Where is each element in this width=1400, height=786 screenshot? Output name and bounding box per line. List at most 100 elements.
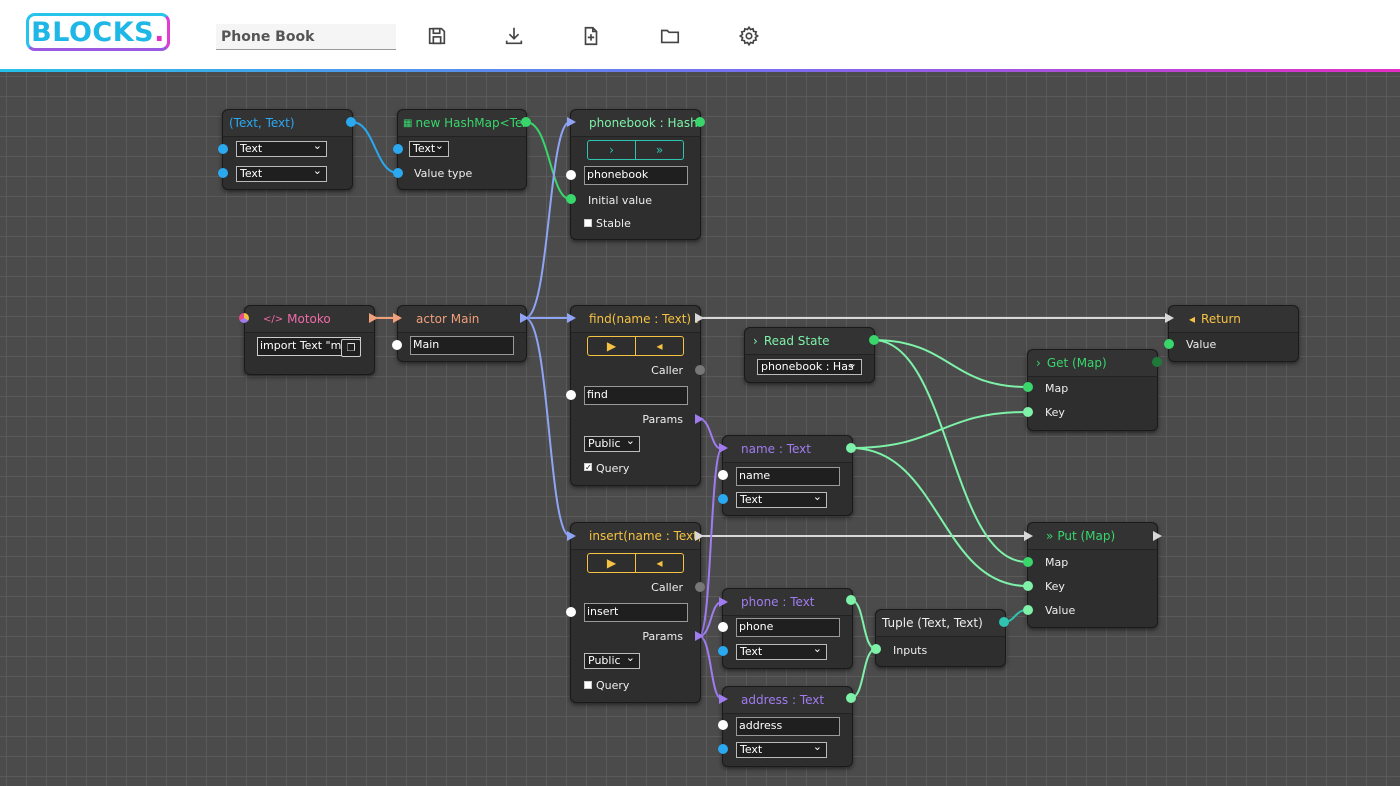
tuple-type-output-port[interactable] (346, 117, 356, 127)
param-type-select[interactable]: Text (736, 644, 827, 660)
put-map-exec-in[interactable] (1024, 531, 1033, 541)
fast-forward-button[interactable]: » (655, 143, 664, 157)
param-type-select[interactable]: Text (736, 742, 827, 758)
query-checkbox[interactable]: ✓ (584, 463, 592, 472)
address-param-output-port[interactable] (846, 693, 856, 703)
save-icon[interactable] (423, 22, 451, 50)
import-code-input[interactable]: import Text "mo: (257, 337, 361, 356)
copy-icon[interactable]: ❐ (341, 339, 361, 357)
insert-name-port[interactable] (566, 607, 576, 617)
get-map-output-port[interactable] (1152, 357, 1162, 367)
return-node[interactable]: ◂Return Value (1168, 305, 1299, 362)
phone-param-output-port[interactable] (846, 595, 856, 605)
find-function-node[interactable]: find(name : Text) : ▶ ◂ Caller find Para… (570, 305, 701, 486)
param-name-input[interactable]: phone (736, 618, 840, 637)
get-map-node[interactable]: ›Get (Map) Map Key (1027, 349, 1158, 431)
motoko-output-port[interactable] (369, 313, 378, 323)
return-exec-in[interactable] (1165, 313, 1174, 323)
find-name-port[interactable] (566, 390, 576, 400)
param-name-input[interactable]: name (736, 467, 840, 486)
actor-node[interactable]: actor Main Main (397, 305, 527, 362)
value-type-port[interactable] (393, 168, 403, 178)
type-input-port-2[interactable] (218, 168, 228, 178)
phone-param-type-port[interactable] (718, 646, 728, 656)
phonebook-state-node[interactable]: phonebook : Hash › » phonebook Initial v… (570, 109, 701, 240)
actor-exec-in[interactable] (393, 313, 402, 323)
key-type-select[interactable]: Text (409, 141, 449, 157)
motoko-node[interactable]: </>Motoko import Text "mo: ❐ (244, 305, 375, 375)
function-name-input[interactable]: insert (584, 603, 688, 622)
node-title: new HashMap<Tex (415, 116, 526, 130)
phone-param-in[interactable] (719, 597, 728, 607)
find-params-port[interactable] (695, 414, 704, 424)
step-button[interactable]: › (588, 141, 636, 159)
query-checkbox[interactable] (584, 681, 592, 689)
type-select-1[interactable]: Text (236, 141, 327, 157)
phonebook-output-port[interactable] (695, 117, 705, 127)
function-name-input[interactable]: find (584, 386, 688, 405)
name-param-output-port[interactable] (846, 443, 856, 453)
read-state-node[interactable]: ›Read State phonebook : Has (744, 327, 875, 383)
project-name-input[interactable] (216, 24, 396, 50)
address-param-node[interactable]: address : Text address Text (722, 686, 853, 767)
tuple-node[interactable]: Tuple (Text, Text) Inputs (875, 609, 1006, 667)
get-map-map-port[interactable] (1023, 382, 1033, 392)
stable-checkbox[interactable] (584, 219, 592, 227)
return-value-port[interactable] (1164, 339, 1174, 349)
find-exec-out[interactable] (695, 313, 704, 323)
back-icon[interactable]: ◂ (656, 556, 663, 570)
hashmap-output-port[interactable] (521, 117, 531, 127)
phone-param-name-port[interactable] (718, 622, 728, 632)
put-map-key-port[interactable] (1023, 581, 1033, 591)
actor-name-input[interactable]: Main (410, 336, 514, 355)
put-map-map-port[interactable] (1023, 557, 1033, 567)
initial-value-port[interactable] (566, 194, 576, 204)
download-icon[interactable] (500, 22, 528, 50)
play-icon[interactable]: ▶ (588, 554, 636, 572)
key-type-port[interactable] (393, 144, 403, 154)
name-param-node[interactable]: name : Text name Text (722, 435, 853, 516)
name-param-type-port[interactable] (718, 494, 728, 504)
state-select[interactable]: phonebook : Has (757, 359, 862, 375)
tuple-inputs-port[interactable] (871, 644, 881, 654)
read-state-output-port[interactable] (869, 335, 879, 345)
insert-params-port[interactable] (695, 631, 704, 641)
state-name-port[interactable] (566, 170, 576, 180)
find-caller-port[interactable] (695, 365, 705, 375)
param-type-select[interactable]: Text (736, 492, 827, 508)
address-param-name-port[interactable] (718, 720, 728, 730)
put-map-value-port[interactable] (1023, 605, 1033, 615)
tuple-output-port[interactable] (999, 617, 1009, 627)
insert-function-node[interactable]: insert(name : Text, ▶ ◂ Caller insert Pa… (570, 522, 701, 703)
insert-exec-in[interactable] (567, 531, 576, 541)
actor-name-port[interactable] (392, 340, 402, 350)
back-icon[interactable]: ◂ (656, 339, 663, 353)
gear-icon[interactable] (735, 22, 763, 50)
visibility-select[interactable]: Public (584, 653, 640, 669)
insert-exec-out[interactable] (695, 531, 704, 541)
get-map-key-port[interactable] (1023, 407, 1033, 417)
tuple-type-node[interactable]: (Text, Text) Text Text (222, 109, 353, 190)
put-map-exec-out[interactable] (1153, 531, 1162, 541)
phonebook-exec-in[interactable] (567, 117, 576, 127)
state-name-input[interactable]: phonebook (584, 166, 688, 185)
address-param-in[interactable] (719, 694, 728, 704)
visibility-select[interactable]: Public (584, 436, 640, 452)
put-map-node[interactable]: »Put (Map) Map Key Value (1027, 522, 1158, 628)
find-exec-in[interactable] (567, 313, 576, 323)
phone-param-node[interactable]: phone : Text phone Text (722, 588, 853, 669)
folder-icon[interactable] (656, 22, 684, 50)
play-icon[interactable]: ▶ (588, 337, 636, 355)
type-select-2[interactable]: Text (236, 166, 327, 182)
param-name-input[interactable]: address (736, 717, 840, 736)
actor-exec-out[interactable] (520, 313, 529, 323)
name-param-in[interactable] (719, 443, 728, 453)
blocks-logo[interactable]: BLOCKS. (26, 13, 170, 51)
hashmap-node[interactable]: ▦new HashMap<Tex Text Value type (397, 109, 527, 190)
insert-caller-port[interactable] (695, 582, 705, 592)
new-file-icon[interactable] (577, 22, 605, 50)
motoko-input-port[interactable] (239, 313, 249, 323)
name-param-name-port[interactable] (718, 470, 728, 480)
address-param-type-port[interactable] (718, 744, 728, 754)
type-input-port-1[interactable] (218, 144, 228, 154)
